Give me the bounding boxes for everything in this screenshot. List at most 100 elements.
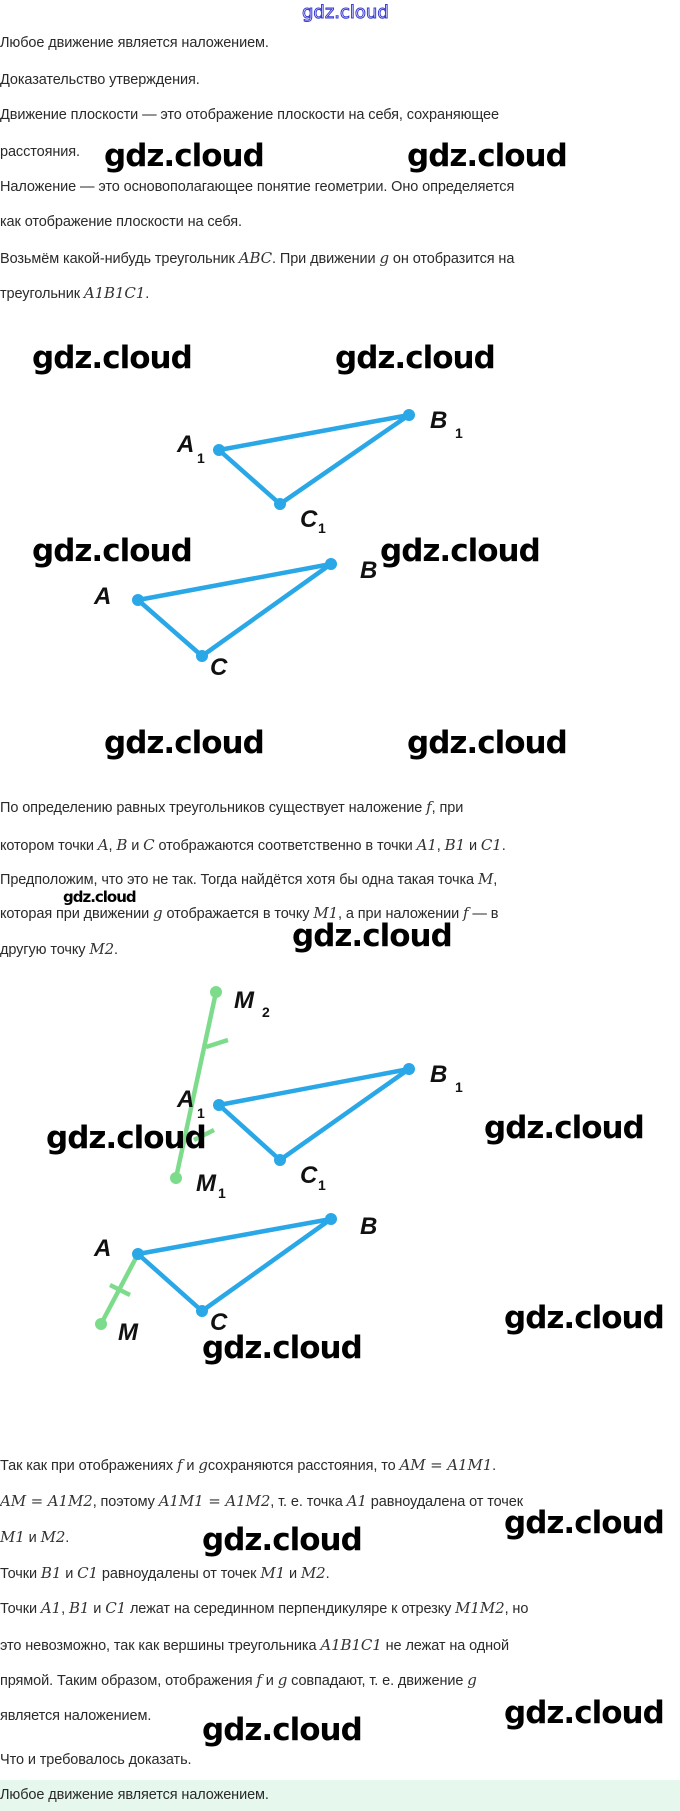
text-segment: другую точку	[0, 942, 90, 958]
point-a1	[213, 1099, 225, 1111]
point-m2	[210, 986, 222, 998]
text-segment: треугольник	[0, 286, 84, 302]
math-expression: B1	[68, 1599, 90, 1617]
point-c	[196, 1305, 208, 1317]
text-segment: и	[285, 1566, 301, 1582]
text-segment: Что и требовалось доказать.	[0, 1752, 192, 1768]
point-a	[132, 1248, 144, 1260]
math-expression: AM = A1M2	[0, 1492, 93, 1510]
math-expression: C1	[77, 1564, 98, 1582]
watermark: gdz.cloud	[504, 1300, 665, 1336]
text-segment: .	[114, 942, 118, 958]
text-line: это невозможно, так как вершины треуголь…	[0, 1635, 509, 1656]
math-expression: f	[256, 1671, 262, 1689]
math-expression: g	[379, 249, 389, 267]
label-c1: C	[300, 506, 318, 533]
watermark: gdz.cloud	[335, 340, 496, 376]
label-b1: B	[430, 407, 447, 434]
label-sub: 1	[318, 1177, 326, 1193]
text-line: Предположим, что это не так. Тогда найдё…	[0, 869, 497, 890]
segment-m2-m1	[173, 991, 219, 1179]
text-line: M1 и M2.	[0, 1527, 69, 1548]
text-segment: и	[24, 1530, 41, 1546]
label-a1: A	[176, 1086, 194, 1113]
text-segment: Так как при отображениях	[0, 1458, 178, 1474]
text-line: Наложение — это основополагающее понятие…	[0, 177, 514, 197]
text-segment: .	[325, 1566, 330, 1582]
label-b: B	[360, 1213, 377, 1240]
math-expression: M2	[300, 1564, 326, 1582]
text-line: которая при движении g отображается в то…	[0, 903, 498, 924]
math-expression: A1	[416, 836, 437, 854]
text-segment: лежат на серединном перпендикуляре к отр…	[126, 1601, 456, 1617]
text-segment: , а при наложении	[338, 906, 464, 922]
label-m: M	[118, 1319, 139, 1346]
watermark: gdz.cloud	[32, 340, 193, 376]
point-b	[325, 1213, 337, 1225]
math-expression: A1B1C1	[320, 1636, 382, 1654]
point-a	[132, 594, 144, 606]
text-segment: Движение плоскости — это отображение пло…	[0, 107, 499, 123]
text-line: котором точки A, B и C отображаются соот…	[0, 835, 506, 856]
math-expression: B1	[40, 1564, 62, 1582]
text-segment: является наложением.	[0, 1708, 152, 1724]
math-expression: f	[463, 904, 469, 922]
text-segment: — в	[468, 906, 499, 922]
text-segment: ,	[108, 838, 117, 854]
math-expression: A1B1C1	[83, 284, 146, 302]
math-expression: M2	[89, 940, 115, 958]
label-sub: 1	[218, 1185, 226, 1201]
text-segment: которая при движении	[0, 906, 154, 922]
site-logo[interactable]: gdz.cloud	[302, 2, 390, 24]
text-segment: Предположим, что это не так. Тогда найдё…	[0, 872, 478, 888]
text-segment: , при	[431, 800, 464, 816]
point-c1	[274, 498, 286, 510]
label-a: A	[93, 583, 111, 610]
label-sub: 1	[197, 1105, 205, 1121]
label-sub: 1	[455, 1079, 463, 1095]
text-segment: , поэтому	[92, 1494, 159, 1510]
text-segment: Любое движение является наложением.	[0, 1787, 269, 1803]
text-segment: Точки	[0, 1566, 41, 1582]
text-line: Так как при отображениях f и gсохраняютс…	[0, 1455, 496, 1476]
point-b	[325, 558, 337, 570]
text-segment: отображаются соответственно в точки	[154, 838, 417, 854]
text-line: Доказательство утверждения.	[0, 70, 200, 90]
label-c: C	[210, 654, 228, 681]
tick-mark	[205, 1037, 229, 1050]
label-b1: B	[430, 1061, 447, 1088]
watermark: gdz.cloud	[32, 533, 193, 569]
text-segment: .	[501, 838, 506, 854]
math-expression: f	[426, 798, 432, 816]
text-segment: , т. е. точка	[270, 1494, 347, 1510]
watermark: gdz.cloud	[104, 725, 265, 761]
text-segment: совпадают, т. е. движение	[287, 1673, 468, 1689]
math-expression: g	[467, 1671, 477, 1689]
math-expression: M	[477, 870, 494, 888]
math-expression: A1	[346, 1492, 367, 1510]
triangle-a1b1c1	[216, 412, 412, 507]
text-segment: равноудалены от точек	[97, 1566, 261, 1582]
text-line: прямой. Таким образом, отображения f и g…	[0, 1670, 477, 1691]
text-line: Любое движение является наложением.	[0, 33, 269, 53]
text-segment: Наложение — это основополагающее понятие…	[0, 179, 515, 195]
text-segment: прямой. Таким образом, отображения	[0, 1673, 257, 1689]
watermark: gdz.cloud	[484, 1110, 645, 1146]
text-line: Движение плоскости — это отображение пло…	[0, 105, 499, 125]
math-expression: ABC	[238, 249, 273, 267]
text-segment: и	[127, 838, 144, 854]
text-segment: Любое движение является наложением.	[0, 35, 269, 51]
text-segment: и	[61, 1566, 78, 1582]
point-a1	[213, 444, 225, 456]
math-expression: A	[97, 836, 109, 854]
text-segment: сохраняются расстояния, то	[207, 1458, 400, 1474]
text-segment: ,	[493, 872, 498, 888]
point-m1	[170, 1172, 182, 1184]
label-sub: 2	[262, 1004, 270, 1020]
math-expression: M1	[260, 1564, 286, 1582]
math-expression: M1	[313, 904, 339, 922]
text-segment: как отображение плоскости на себя.	[0, 214, 242, 230]
label-sub: 1	[455, 425, 463, 441]
math-expression: g	[198, 1456, 208, 1474]
watermark: gdz.cloud	[380, 533, 541, 569]
